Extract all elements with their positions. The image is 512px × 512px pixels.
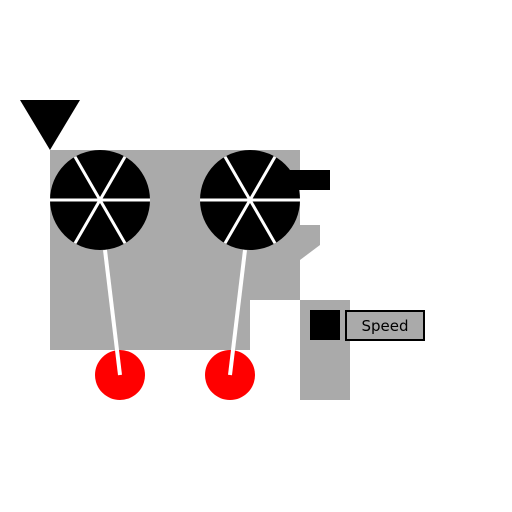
- reel-right-spokes: [200, 155, 300, 245]
- triangle-down-icon[interactable]: [20, 100, 80, 150]
- pendulum-right-rod: [228, 249, 247, 376]
- reel-right[interactable]: [200, 150, 300, 250]
- square-icon: [310, 310, 340, 340]
- speed-button[interactable]: Speed: [345, 310, 425, 341]
- reel-left-spokes: [50, 155, 150, 245]
- pendulum-left-rod: [103, 249, 122, 376]
- pendulum-left[interactable]: [95, 249, 145, 400]
- reel-left[interactable]: [50, 150, 150, 250]
- pendulum-right[interactable]: [205, 249, 255, 400]
